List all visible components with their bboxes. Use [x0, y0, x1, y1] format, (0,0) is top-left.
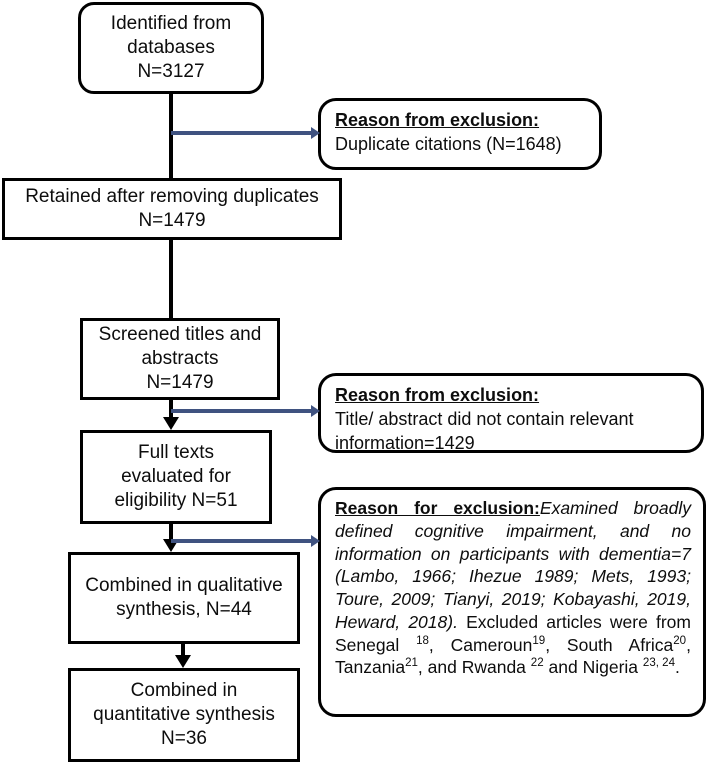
arrowhead-exclusion-duplicates — [311, 127, 320, 139]
country-nigeria: Nigeria — [582, 657, 639, 678]
connector-identified-to-retained — [169, 94, 173, 178]
node-retained-line-1: Retained after removing duplicates — [25, 185, 319, 207]
connector-to-exclusion-title-abstract — [171, 409, 313, 413]
arrowhead-exclusion-title-abstract — [311, 405, 320, 417]
ref-senegal: 18 — [416, 634, 429, 647]
node-identified-from-databases: Identified from databases N=3127 — [78, 2, 264, 94]
exclusion-fulltext-italic-body: Examined broadly defined cognitive impai… — [335, 498, 691, 632]
country-south-africa: South Africa — [566, 634, 674, 655]
country-cameroun: Cameroun — [450, 634, 533, 655]
exclusion-duplicates-heading: Reason from exclusion: — [335, 110, 540, 130]
node-quantitative-line-1: Combined in — [130, 679, 238, 701]
node-qualitative-count: synthesis, N=44 — [116, 599, 252, 620]
ref-rwanda: 22 — [530, 657, 544, 670]
exclusion-box-full-text: Reason for exclusion:Examined broadly de… — [318, 487, 706, 717]
node-identified-line-2: databases — [127, 36, 215, 58]
arrowhead-screened-to-fulltext — [163, 417, 179, 430]
exclusion-title-abstract-heading: Reason from exclusion: — [335, 385, 540, 405]
connector-fulltext-to-qualitative — [169, 524, 173, 540]
node-qualitative-line-1: Combined in qualitative — [85, 574, 283, 596]
exclusion-title-abstract-body: Title/ abstract did not contain relevant… — [335, 409, 634, 454]
ref-nigeria: 23, 24 — [642, 657, 676, 670]
exclusion-fulltext-heading: Reason for exclusion: — [335, 498, 540, 518]
country-tanzania: Tanzania — [335, 657, 406, 678]
node-screened-line-2: abstracts — [141, 347, 219, 369]
node-retained-after-removing-duplicates: Retained after removing duplicates N=147… — [2, 178, 342, 240]
node-identified-line-1: Identified from — [110, 12, 232, 34]
node-fulltext-line-2: evaluated for — [121, 465, 231, 487]
node-identified-count: N=3127 — [137, 61, 205, 83]
ref-tanzania: 21 — [405, 657, 418, 670]
country-rwanda: Rwanda — [461, 657, 526, 678]
node-combined-qualitative-synthesis: Combined in qualitative synthesis, N=44 — [68, 552, 300, 644]
exclusion-box-duplicates: Reason from exclusion: Duplicate citatio… — [318, 98, 602, 170]
connector-retained-to-screened — [169, 240, 173, 318]
arrowhead-qualitative-to-quantitative — [175, 655, 191, 668]
node-combined-quantitative-synthesis: Combined in quantitative synthesis N=36 — [68, 668, 300, 762]
node-fulltext-count: eligibility N=51 — [114, 490, 238, 512]
node-screened-line-1: Screened titles and — [98, 323, 262, 345]
node-screened-titles-abstracts: Screened titles and abstracts N=1479 — [80, 318, 280, 400]
node-retained-count: N=1479 — [138, 210, 206, 231]
country-senegal: Senegal — [335, 634, 400, 655]
node-fulltext-line-1: Full texts — [137, 441, 215, 463]
node-quantitative-line-2: quantitative synthesis — [93, 703, 275, 725]
connector-to-exclusion-fulltext — [171, 539, 313, 543]
connector-qualitative-to-quantitative — [181, 644, 185, 656]
node-screened-count: N=1479 — [146, 372, 214, 394]
node-quantitative-count: N=36 — [161, 728, 207, 750]
exclusion-duplicates-body: Duplicate citations (N=1648) — [335, 134, 562, 155]
connector-to-exclusion-duplicates — [171, 131, 313, 135]
arrowhead-exclusion-fulltext — [311, 535, 320, 547]
ref-south-africa: 20 — [673, 634, 687, 647]
exclusion-box-title-abstract: Reason from exclusion: Title/ abstract d… — [318, 373, 704, 453]
exclusion-fulltext-excluded-lead: Excluded articles were from Senegal 18, … — [335, 611, 691, 678]
node-full-texts-evaluated: Full texts evaluated for eligibility N=5… — [80, 430, 272, 524]
ref-cameroun: 19 — [532, 634, 546, 647]
